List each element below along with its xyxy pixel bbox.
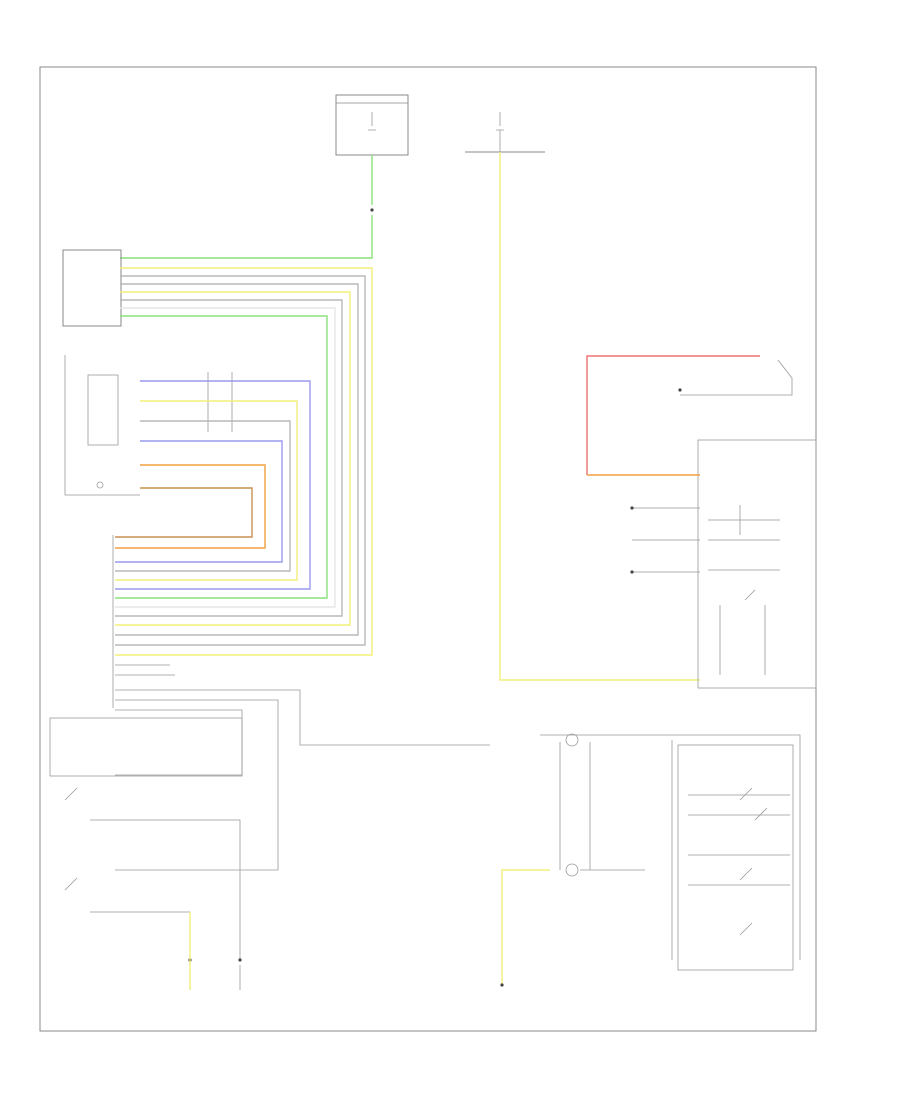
switch-assembly [64, 355, 233, 496]
multifunction-switch [677, 744, 794, 971]
control-unit [62, 249, 122, 327]
combination-switch-inputs [630, 506, 700, 574]
combination-switch [697, 439, 817, 689]
lower-left-switches [49, 717, 243, 990]
diagram-frame [39, 66, 817, 1032]
switch-assembly-wires [115, 380, 311, 590]
top-left-fuse-box [335, 94, 409, 156]
wire-center-sensor-ground [501, 869, 550, 985]
top-right-switch [678, 359, 793, 396]
top-right-fuse-box [465, 112, 545, 153]
control-unit-harness [115, 267, 373, 656]
wire-fuse-to-module [120, 155, 373, 259]
wire-top-right-loop-red [586, 355, 760, 475]
center-sensor [540, 733, 801, 960]
wire-fuse-to-combination-switch [499, 152, 700, 681]
